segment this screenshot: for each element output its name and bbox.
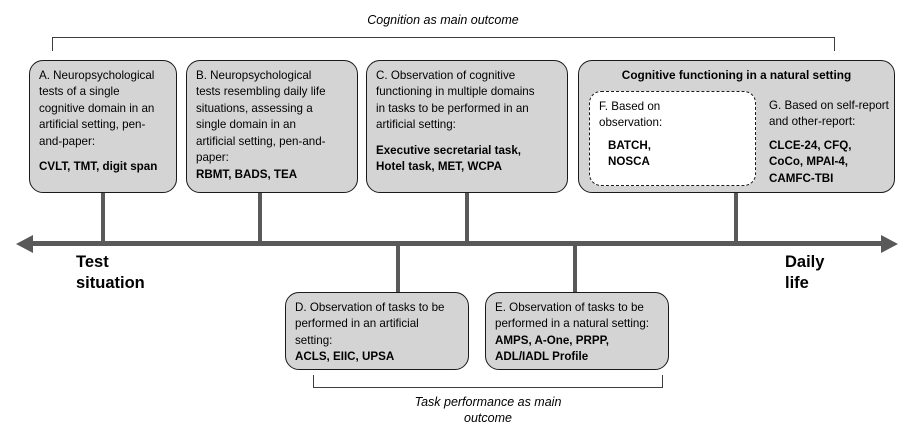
box-c-body: C. Observation of cognitive functioning … (376, 69, 535, 132)
axis-arrowhead-left (16, 234, 33, 253)
box-b-neuropsych-daily-life: B. Neuropsychological tests resembling d… (186, 60, 358, 193)
box-e-tasks-natural-setting: E. Observation of tasks to be performed … (485, 292, 669, 370)
box-d-body: D. Observation of tasks to be performed … (295, 301, 445, 347)
box-f-instruments: BATCH, NOSCA (608, 138, 651, 169)
box-e-instruments: AMPS, A-One, PRPP, ADL/IADL Profile (495, 333, 610, 364)
connector-box-b-to-axis (258, 193, 262, 245)
connector-box-natural-to-axis (734, 193, 738, 245)
box-a-neuropsych-single-domain: A. Neuropsychological tests of a single … (29, 60, 177, 193)
box-d-tasks-artificial-setting: D. Observation of tasks to be performed … (285, 292, 469, 370)
box-g-self-and-other-report: G. Based on self-report and other-report… (769, 98, 891, 187)
box-a-instruments: CVLT, TMT, digit span (39, 160, 158, 174)
box-f-body: F. Based on observation: (599, 100, 663, 130)
box-c-spacer (376, 134, 558, 143)
box-a-spacer (39, 150, 167, 159)
box-g-instruments: CLCE-24, CFQ, CoCo, MPAI-4, CAMFC-TBI (769, 138, 852, 185)
box-natural-setting: Cognitive functioning in a natural setti… (578, 60, 895, 193)
box-c-instruments: Executive secretarial task, Hotel task, … (376, 143, 522, 174)
connector-box-a-to-axis (101, 193, 105, 245)
cognition-bracket-label: Cognition as main outcome (367, 13, 519, 27)
connector-axis-to-box-d (396, 245, 400, 293)
cognition-bracket (52, 37, 835, 51)
box-b-body: B. Neuropsychological tests resembling d… (196, 69, 326, 165)
box-a-body: A. Neuropsychological tests of a single … (39, 69, 155, 148)
connector-axis-to-box-e (573, 245, 577, 293)
continuum-axis (30, 241, 886, 246)
box-f-based-on-observation: F. Based on observation: BATCH, NOSCA (589, 91, 756, 186)
box-e-body: E. Observation of tasks to be performed … (495, 301, 650, 331)
task-performance-bracket-label: Task performance as main outcome (414, 395, 562, 426)
task-performance-bracket (313, 375, 663, 388)
box-g-spacer (769, 131, 891, 138)
box-natural-setting-title: Cognitive functioning in a natural setti… (621, 68, 852, 82)
box-b-instruments: RBMT, BADS, TEA (196, 167, 298, 181)
axis-label-daily-life: Daily life (785, 253, 825, 292)
connector-box-c-to-axis (465, 193, 469, 245)
axis-label-test-situation: Test situation (76, 253, 145, 292)
box-c-observation-artificial: C. Observation of cognitive functioning … (366, 60, 568, 193)
axis-arrowhead-right (881, 234, 898, 253)
box-d-instruments: ACLS, EIIC, UPSA (295, 350, 395, 364)
box-g-body: G. Based on self-report and other-report… (769, 99, 889, 129)
